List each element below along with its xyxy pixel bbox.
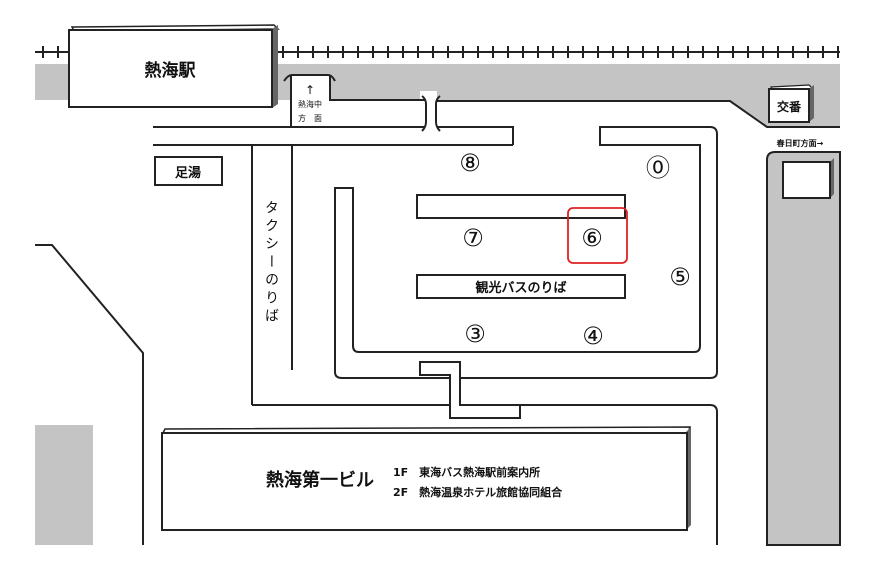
- koban-label: 交番: [777, 99, 802, 114]
- bus-stop-3[interactable]: ③: [464, 320, 486, 348]
- crosswalk: [419, 361, 521, 419]
- tour-bus-stand: 観光バスのりば: [416, 274, 626, 299]
- up-arrow-icon: ↑: [305, 83, 315, 97]
- bus-stop-6[interactable]: ⑥: [581, 224, 603, 252]
- building-name: 熱海第一ビル: [266, 469, 374, 491]
- bus-stop-5[interactable]: ⑤: [669, 263, 691, 291]
- tour-bus-stand-label: 観光バスのりば: [474, 280, 566, 296]
- taxi-stand-label: タクシーのりば: [263, 200, 279, 326]
- bus-shelter-upper: [416, 194, 626, 219]
- bus-stop-7[interactable]: ⑦: [462, 224, 484, 252]
- direction-line1: 熱海中: [298, 99, 322, 109]
- roads: [35, 95, 840, 545]
- bus-stop-8[interactable]: ⑧: [459, 149, 481, 177]
- building-floor-1: 1F 東海バス熱海駅前案内所: [393, 465, 540, 479]
- atami-station-building: 熱海駅: [68, 24, 280, 108]
- building-gray-area-left: [35, 425, 93, 545]
- bus-stop-4[interactable]: ④: [582, 322, 604, 350]
- building-gray-area-right: [766, 151, 841, 546]
- ashiyu-footbath: 足湯: [154, 156, 223, 186]
- kasugacho-direction-label: 春日町方面→: [777, 138, 824, 148]
- station-label: 熱海駅: [145, 60, 197, 81]
- bus-stop-0[interactable]: ⓪: [646, 154, 670, 182]
- direction-line2: 方 面: [298, 113, 322, 123]
- atami-chuo-exit: ↑ 熱海中 方 面: [283, 74, 425, 127]
- koban-police-box: 交番: [768, 84, 815, 123]
- small-building-right: [782, 158, 834, 199]
- atami-daiichi-building: 熱海第一ビル 1F 東海バス熱海駅前案内所 2F 熱海温泉ホテル旅館協同組合: [161, 426, 692, 531]
- building-floor-2: 2F 熱海温泉ホテル旅館協同組合: [393, 485, 563, 499]
- railway: [35, 46, 840, 58]
- highlight-box-stop-6: [567, 207, 628, 264]
- taxi-stand: タクシーのりば: [263, 200, 279, 326]
- ashiyu-label: 足湯: [175, 165, 201, 181]
